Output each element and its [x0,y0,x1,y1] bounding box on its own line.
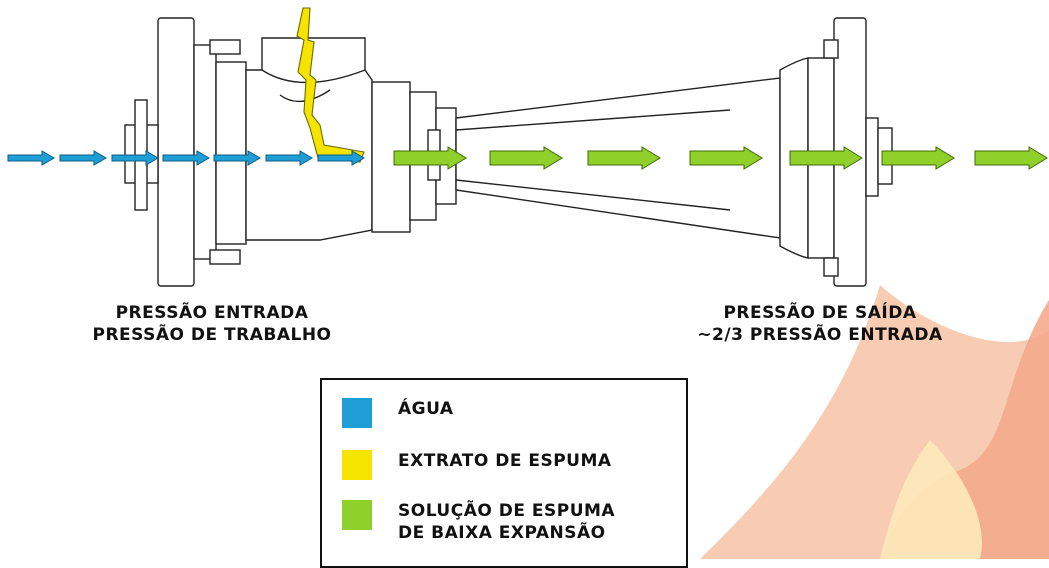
outlet-ratio-label: ~2/3 PRESSÃO ENTRADA [697,325,943,345]
water-arrow [265,150,313,166]
water-arrows [7,150,365,166]
legend-label-foam-extract: EXTRATO DE ESPUMA [398,451,612,471]
foam-solution-arrow [489,146,563,170]
legend-box: ÁGUA EXTRATO DE ESPUMA SOLUÇÃO DE ESPUMA… [320,378,688,568]
watermark-flame [700,285,1049,559]
inlet-pressure-caption: PRESSÃO ENTRADA PRESSÃO DE TRABALHO [62,302,362,346]
water-arrow [59,150,107,166]
foam-solution-arrows [393,146,1048,170]
legend-label-foam-solution-line2: DE BAIXA EXPANSÃO [398,523,606,543]
water-arrow [213,150,261,166]
legend-swatch-foam-extract [342,450,372,480]
outlet-pressure-caption: PRESSÃO DE SAÍDA ~2/3 PRESSÃO ENTRADA [660,302,980,346]
foam-extract-stream [296,7,365,163]
foam-solution-arrow [881,146,955,170]
foam-solution-arrow [974,146,1048,170]
working-pressure-label: PRESSÃO DE TRABALHO [92,325,332,345]
foam-solution-arrow [789,146,863,170]
legend-label-water: ÁGUA [398,399,454,419]
water-arrow [162,150,210,166]
legend-swatch-water [342,398,372,428]
foam-solution-arrow [393,146,467,170]
legend-item-water: ÁGUA [342,398,454,428]
foam-solution-arrow [587,146,661,170]
water-arrow [7,150,55,166]
water-arrow [317,150,365,166]
inlet-pressure-label: PRESSÃO ENTRADA [115,303,309,323]
legend-label-foam-solution: SOLUÇÃO DE ESPUMA DE BAIXA EXPANSÃO [398,500,615,544]
eductor-body [124,17,893,287]
legend-item-foam-solution: SOLUÇÃO DE ESPUMA DE BAIXA EXPANSÃO [342,500,615,544]
outlet-pressure-label: PRESSÃO DE SAÍDA [723,303,917,323]
water-arrow [111,150,159,166]
foam-solution-arrow [689,146,763,170]
legend-item-foam-extract: EXTRATO DE ESPUMA [342,450,612,480]
legend-label-foam-solution-line1: SOLUÇÃO DE ESPUMA [398,501,616,521]
legend-swatch-foam-solution [342,500,372,530]
